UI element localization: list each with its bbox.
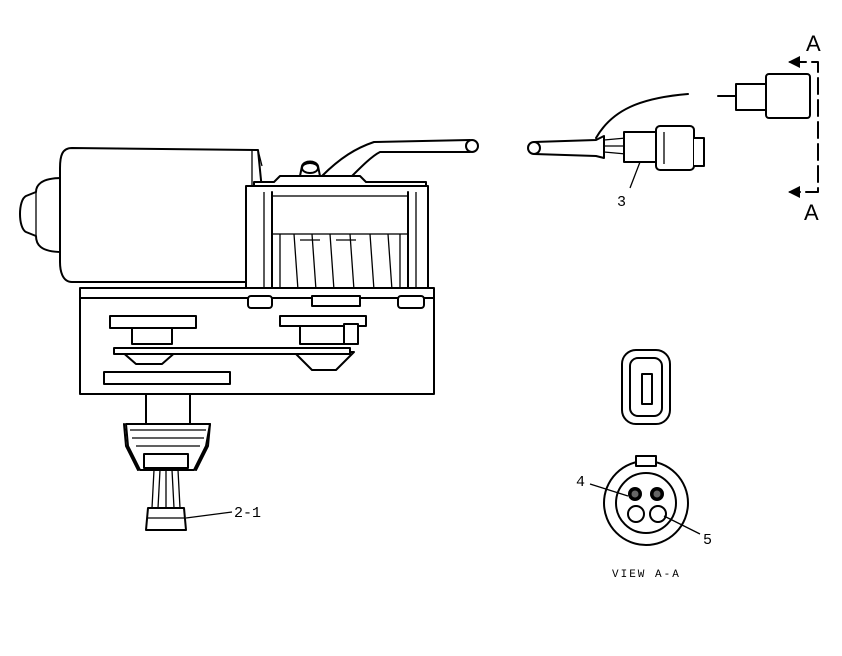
callout-3: 3 [617,194,626,211]
callout-5: 5 [703,532,712,549]
wiring-harness [321,93,705,179]
section-line-a-a: A A [788,31,821,225]
mounting-plate [79,287,435,395]
view-caption: VIEW A-A [612,569,681,581]
wiper-motor [19,147,263,283]
connector-face [621,349,671,425]
output-shaft [123,393,211,531]
callout-2-1: 2-1 [234,505,261,522]
leader-lines [185,161,701,535]
gearbox-housing [245,160,429,291]
section-label-top: A [806,31,821,56]
callout-4: 4 [576,474,585,491]
section-label-bottom: A [804,200,819,225]
view-a-a-receptacle [603,455,689,546]
mating-connector [717,73,811,119]
